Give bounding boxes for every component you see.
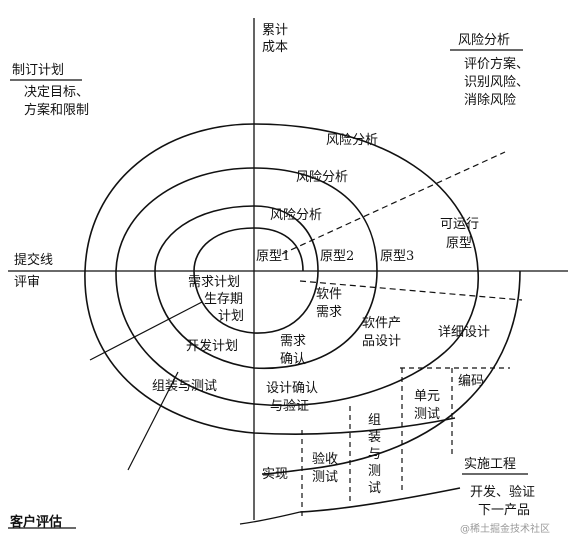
plan-title: 制订计划	[12, 63, 64, 78]
unit-test: 单元	[414, 389, 440, 404]
design-validation: 与验证	[270, 398, 309, 414]
risk-title: 风险分析	[458, 33, 510, 48]
prototype-label: 原型1	[256, 249, 290, 264]
requirements-plan: 生存期	[204, 292, 243, 307]
requirements-plan: 计划	[218, 309, 244, 324]
software-requirements: 软件	[316, 287, 342, 302]
plan-line: 决定目标、	[24, 85, 89, 100]
requirements-validation: 需求	[280, 334, 306, 349]
spiral-outer-curve	[84, 123, 480, 435]
prototype-label: 原型3	[380, 249, 414, 264]
product-design: 品设计	[362, 334, 401, 349]
evaluation-title: 客户评估	[10, 514, 62, 530]
plan-line: 方案和限制	[24, 102, 89, 118]
unit-test: 测试	[414, 407, 440, 422]
risk-analysis-label: 风险分析	[326, 133, 378, 148]
horizontal-axis-label: 评审	[14, 275, 40, 290]
acceptance-test: 测试	[312, 470, 338, 485]
operational-prototype: 原型	[446, 236, 472, 251]
watermark: @稀土掘金技术社区	[460, 522, 550, 535]
acceptance-test: 验收	[312, 451, 338, 467]
dashed-line	[281, 151, 506, 255]
software-requirements: 需求	[316, 305, 342, 320]
risk-line: 消除风险	[464, 93, 516, 108]
spiral-lower-curve	[261, 270, 521, 475]
design-validation: 设计确认	[266, 381, 318, 396]
engineering-line: 开发、验证	[470, 484, 535, 500]
integration-test: 测	[368, 464, 381, 479]
risk-line: 识别风险、	[464, 75, 529, 90]
diagonal-line	[89, 301, 203, 361]
prototype-label: 原型2	[320, 249, 354, 264]
integration-test: 组	[368, 413, 381, 428]
engineering-line: 下一产品	[478, 503, 530, 518]
detailed-design: 详细设计	[438, 325, 490, 340]
integration-test: 试	[368, 481, 381, 496]
spiral-tail-left-curve	[239, 511, 301, 525]
dashed-line	[299, 280, 523, 301]
requirements-plan: 需求计划	[188, 275, 240, 290]
diagonal-line	[127, 371, 179, 471]
operational-prototype: 可运行	[440, 217, 479, 232]
integration-test: 装	[368, 430, 381, 445]
requirements-validation: 确认	[280, 352, 306, 367]
integration-test: 与	[368, 447, 381, 462]
coding: 编码	[458, 374, 484, 389]
spiral-curve	[115, 167, 446, 407]
vertical-axis-label: 累计	[262, 23, 288, 38]
implementation: 实现	[262, 467, 288, 482]
development-plan: 开发计划	[186, 338, 238, 354]
spiral-tail-curve	[299, 487, 461, 513]
vertical-axis-label: 成本	[262, 40, 288, 55]
horizontal-axis-label: 提交线	[14, 252, 53, 268]
risk-line: 评价方案、	[464, 56, 529, 72]
integration-test-plan: 组装与测试	[152, 379, 217, 394]
risk-analysis-label: 风险分析	[270, 208, 322, 223]
risk-analysis-label: 风险分析	[296, 170, 348, 185]
product-design: 软件产	[362, 316, 401, 331]
engineering-title: 实施工程	[464, 457, 516, 472]
